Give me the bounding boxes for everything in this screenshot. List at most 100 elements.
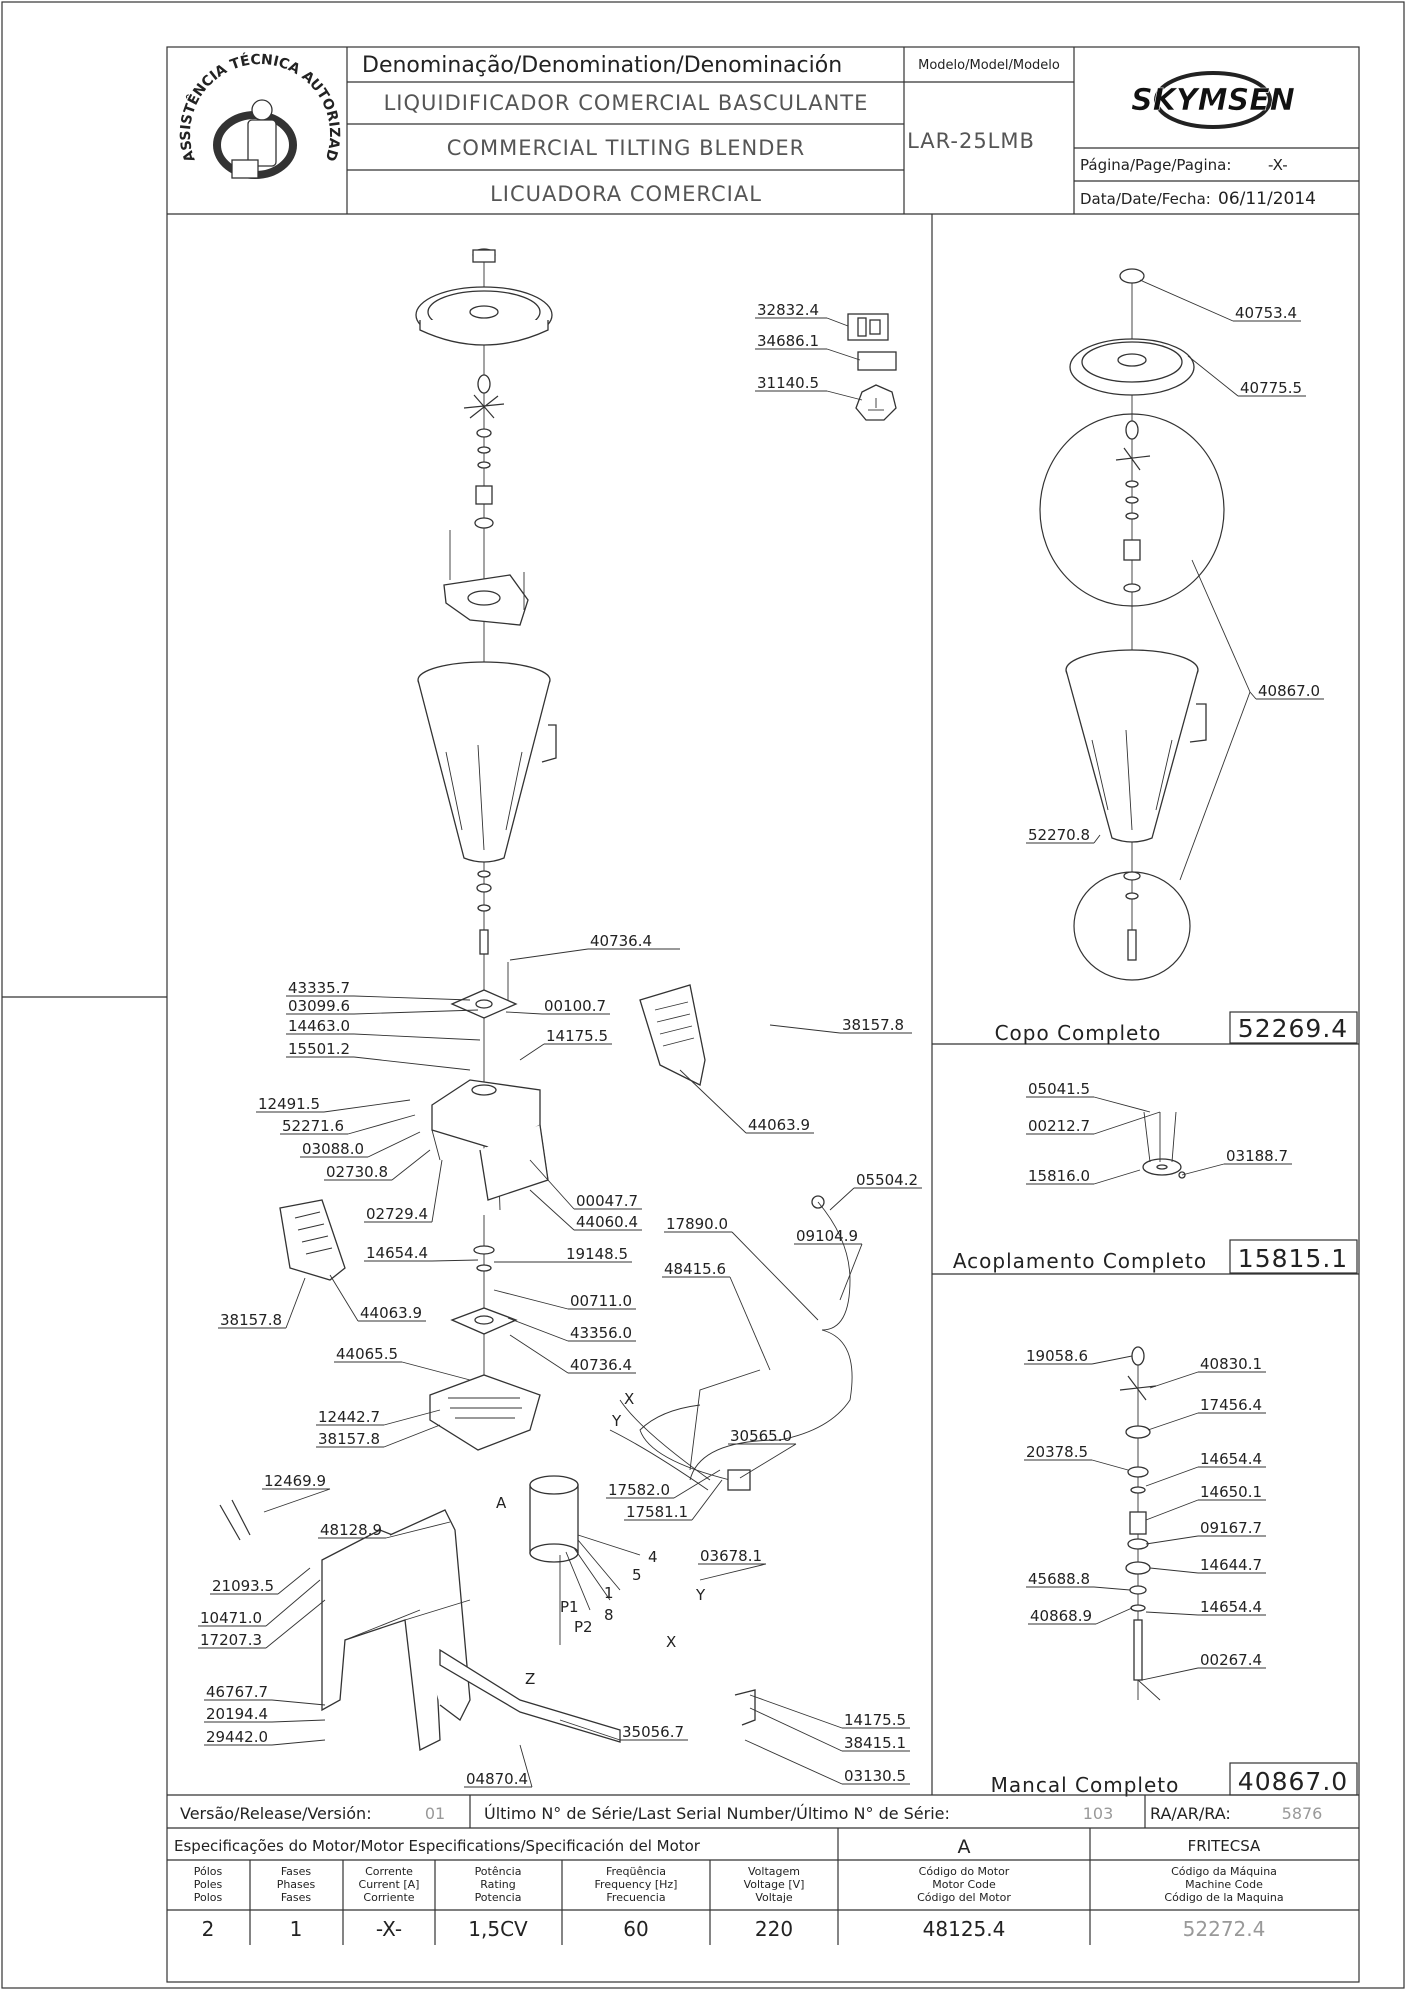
- copo-code-box: [1229, 1011, 1358, 1044]
- main-part-number: 34686.1: [757, 332, 819, 350]
- main-part-number: 14175.5: [844, 1711, 906, 1729]
- motor-value-cell: 60: [623, 1917, 648, 1941]
- product-name-es: LICUADORA COMERCIAL: [490, 182, 762, 206]
- copo-part-number: 40867.0: [1258, 682, 1320, 700]
- main-part-number: 17581.1: [626, 1503, 688, 1521]
- wire-label: 8: [604, 1606, 614, 1624]
- mancal-leader-line: [1095, 1607, 1133, 1625]
- main-part-number: 19148.5: [566, 1245, 628, 1263]
- main-part-number: 15501.2: [288, 1040, 350, 1058]
- title-block: Denominação/Denomination/Denominación LI…: [0, 0, 1359, 215]
- motor-header-cell: Poles: [194, 1878, 223, 1891]
- main-part-number: 00100.7: [544, 997, 606, 1015]
- motor-header-cell: Potência: [475, 1865, 522, 1878]
- mancal-part-number: 17456.4: [1200, 1396, 1262, 1414]
- release-row: Versão/Release/Versión: 01 Último N° de …: [167, 1794, 1359, 1829]
- main-part-number: 38157.8: [318, 1430, 380, 1448]
- main-leader-line: [509, 1334, 569, 1374]
- motor-value-cell: 1: [290, 1917, 303, 1941]
- motor-header-cell: Código del Motor: [917, 1891, 1011, 1904]
- main-part-number: 03678.1: [700, 1547, 762, 1565]
- acoplamento-code-box: [1229, 1239, 1358, 1274]
- main-leader-line: [383, 1409, 441, 1426]
- main-part-number: 09104.9: [796, 1227, 858, 1245]
- main-part-number: 52271.6: [282, 1117, 344, 1135]
- main-leader-line: [323, 1099, 411, 1113]
- acoplamento-code: 15815.1: [1238, 1244, 1348, 1273]
- acoplamento-leader-line: [1181, 1163, 1225, 1176]
- main-leader-line: [285, 1277, 306, 1329]
- mancal-leader-line: [1141, 1667, 1199, 1681]
- mancal-part-number: 14650.1: [1200, 1483, 1262, 1501]
- main-part-number: 31140.5: [757, 374, 819, 392]
- main-leader-line: [679, 1069, 747, 1134]
- main-leader-line: [431, 1159, 443, 1223]
- motor-header-cell: Código da Máquina: [1171, 1865, 1277, 1878]
- acoplamento-drawing: [1142, 1111, 1186, 1179]
- main-part-number: 20194.4: [206, 1705, 268, 1723]
- mancal-leader-line: [1149, 1371, 1199, 1389]
- main-leader-line: [401, 1361, 471, 1381]
- acoplamento-leader-line: [1093, 1096, 1151, 1113]
- version-label: Versão/Release/Versión:: [180, 1804, 372, 1823]
- motor-header-cell: Código de la Maquina: [1164, 1891, 1283, 1904]
- main-leader-line: [353, 1033, 481, 1041]
- main-leader-line: [263, 1488, 331, 1513]
- copo-part-number: 40753.4: [1235, 304, 1297, 322]
- main-leader-line: [265, 1579, 321, 1627]
- copo-part-number: 52270.8: [1028, 826, 1090, 844]
- page-label: Página/Page/Pagina:: [1080, 156, 1231, 174]
- main-leader-line: [271, 1739, 326, 1746]
- motor-header-cell: Freqüência: [606, 1865, 666, 1878]
- model-label: Modelo/Model/Modelo: [918, 58, 1060, 73]
- mancal-part-number: 09167.7: [1200, 1519, 1262, 1537]
- main-part-number: 40736.4: [590, 932, 652, 950]
- copo-leader-line: [1249, 691, 1257, 700]
- main-leader-line: [385, 1521, 451, 1539]
- mancal-part-number: 14644.7: [1200, 1556, 1262, 1574]
- main-leader-line: [769, 1024, 841, 1034]
- mancal-leader-line: [1147, 1412, 1199, 1431]
- motor-value-cell: 52272.4: [1183, 1917, 1266, 1941]
- copo-part-number: 40775.5: [1240, 379, 1302, 397]
- main-leader-line: [731, 1231, 819, 1321]
- mancal-part-number: 20378.5: [1026, 1443, 1088, 1461]
- main-part-number: 12491.5: [258, 1095, 320, 1113]
- mancal-code: 40867.0: [1238, 1767, 1348, 1796]
- mancal-leader-line: [1149, 1567, 1199, 1574]
- mancal-part-number: 14654.4: [1200, 1450, 1262, 1468]
- main-leader-line: [507, 1317, 569, 1342]
- skymsen-logo: SKYMSEN: [1131, 71, 1295, 129]
- main-part-number: 04870.4: [466, 1770, 528, 1788]
- acoplamento-leader-line: [1093, 1111, 1161, 1135]
- main-leader-line: [559, 1719, 621, 1741]
- main-leader-line: [529, 1189, 575, 1231]
- wire-label: Z: [525, 1670, 535, 1688]
- main-leader-line: [391, 1149, 431, 1181]
- main-part-number: 21093.5: [212, 1577, 274, 1595]
- main-leader-line: [353, 1056, 471, 1071]
- model-value: LAR-25LMB: [907, 129, 1035, 153]
- motor-header-cell: Current [A]: [359, 1878, 420, 1891]
- product-name-en: COMMERCIAL TILTING BLENDER: [447, 136, 805, 160]
- motor-header-cell: Potencia: [475, 1891, 522, 1904]
- main-part-number: 12442.7: [318, 1408, 380, 1426]
- main-leader-line: [699, 1563, 767, 1581]
- motor-value-cell: 220: [755, 1917, 793, 1941]
- page-value: -X-: [1268, 156, 1288, 174]
- main-part-number: 02729.4: [366, 1205, 428, 1223]
- serial-label: Último N° de Série/Last Serial Number/Úl…: [484, 1804, 950, 1823]
- sheet-border: [166, 46, 1360, 1983]
- mancal-drawing: [1119, 1346, 1161, 1701]
- main-part-number: 17582.0: [608, 1481, 670, 1499]
- motor-header-cell: Machine Code: [1185, 1878, 1263, 1891]
- main-part-number: 38157.8: [842, 1016, 904, 1034]
- mancal-part-number: 40868.9: [1030, 1607, 1092, 1625]
- mancal-part-number: 45688.8: [1028, 1570, 1090, 1588]
- motor-value-cell: -X-: [376, 1917, 402, 1941]
- mancal-part-number: 00267.4: [1200, 1651, 1262, 1669]
- main-part-number: 17890.0: [666, 1215, 728, 1233]
- main-leader-line: [749, 1694, 843, 1729]
- copo-drawing: [1039, 268, 1251, 981]
